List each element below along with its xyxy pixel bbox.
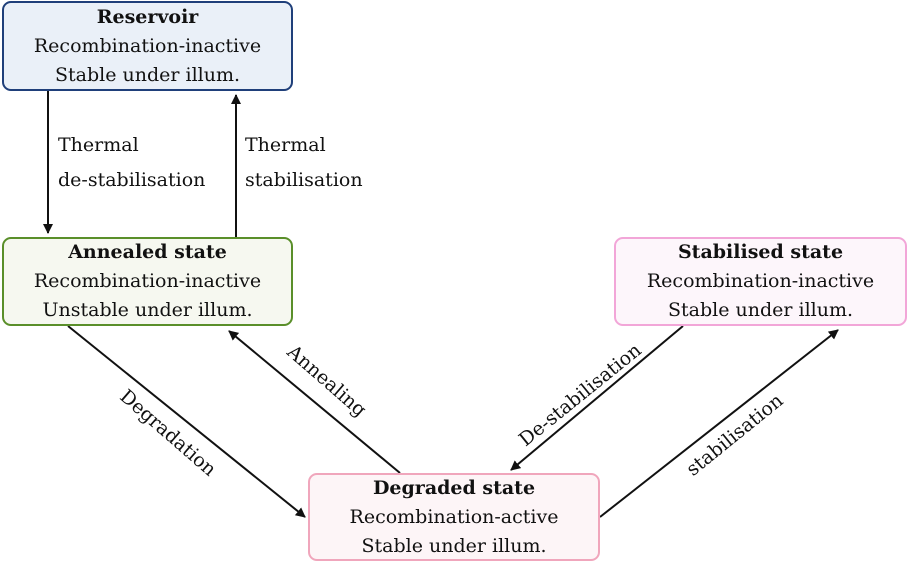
node-line: Stable under illum. xyxy=(361,534,547,557)
node-line: Recombination-active xyxy=(349,505,559,528)
node-title: Annealed state xyxy=(68,241,227,263)
node-stabilised-state: Stabilised state Recombination-inactive … xyxy=(614,237,907,326)
node-line: Stable under illum. xyxy=(667,299,854,321)
edge-label-thermal-destabilisation: Thermal de-stabilisation xyxy=(58,128,205,198)
node-line: Stable under illum. xyxy=(54,63,241,86)
node-line: Recombination-inactive xyxy=(33,34,262,57)
edge-label-line: stabilisation xyxy=(245,169,363,191)
node-title: Degraded state xyxy=(372,476,536,499)
node-title: Reservoir xyxy=(96,5,199,28)
edge-label-line: Thermal xyxy=(245,134,326,156)
node-line: Recombination-inactive xyxy=(646,270,875,292)
node-degraded-state: Degraded state Recombination-active Stab… xyxy=(308,473,600,561)
node-line: Unstable under illum. xyxy=(42,299,253,321)
node-annealed-state: Annealed state Recombination-inactive Un… xyxy=(2,237,293,326)
arrow-annealing xyxy=(228,330,401,474)
arrow-destabilisation xyxy=(510,325,684,471)
node-line: Recombination-inactive xyxy=(33,270,262,292)
arrow-stabilisation xyxy=(599,329,839,518)
edge-label-line: Thermal xyxy=(58,134,139,156)
edge-label-line: de-stabilisation xyxy=(58,169,206,191)
arrow-degradation xyxy=(67,325,306,518)
edge-label-thermal-stabilisation: Thermal stabilisation xyxy=(245,128,363,198)
node-reservoir: Reservoir Recombination-inactive Stable … xyxy=(2,1,293,91)
node-title: Stabilised state xyxy=(677,241,844,263)
